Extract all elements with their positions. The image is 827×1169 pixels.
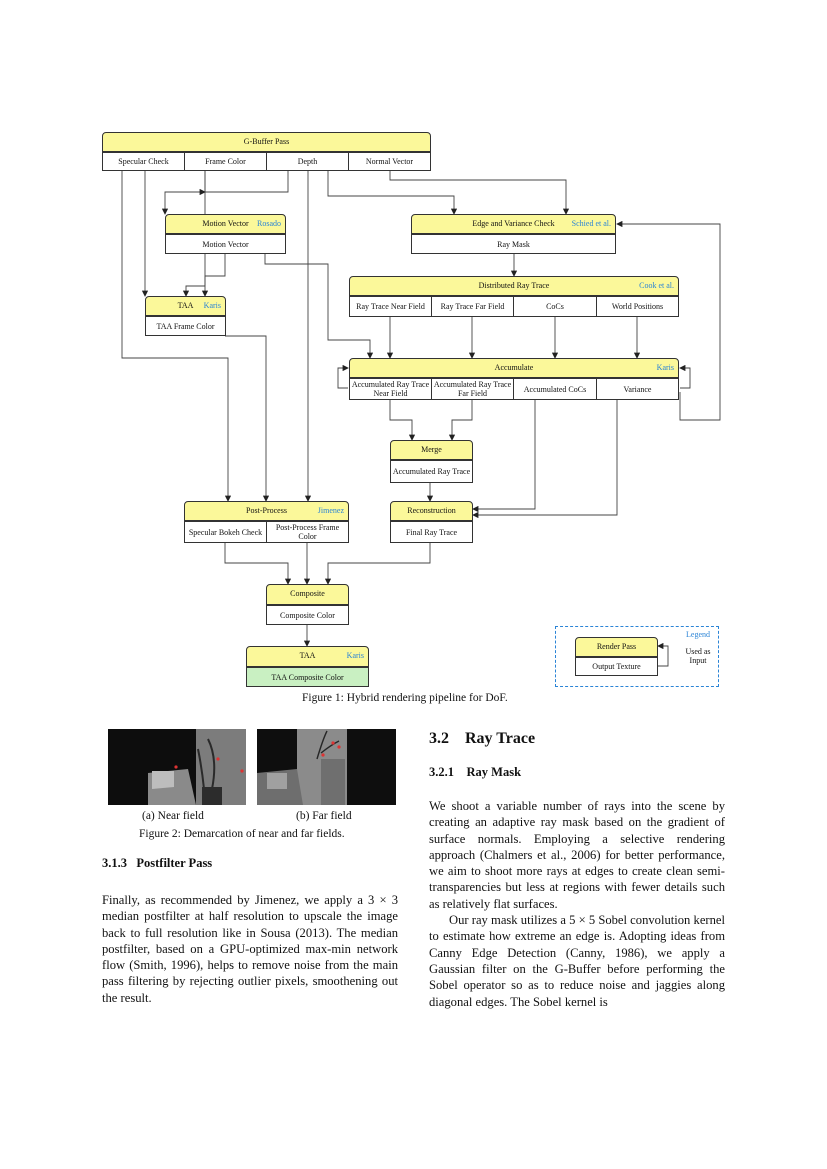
accumulate-cite: Karis — [656, 363, 674, 372]
distributed-out-near: Ray Trace Near Field — [349, 296, 432, 317]
far-field-render — [257, 729, 396, 805]
far-field-image — [257, 729, 396, 805]
legend-pass: Render Pass — [575, 637, 658, 657]
accumulate-out-cocs: Accumulated CoCs — [513, 378, 597, 400]
taa-composite-header: TAA Karis — [246, 646, 369, 667]
merge-header: Merge — [390, 440, 473, 460]
ray-mask-para1: We shoot a variable number of rays into … — [429, 799, 725, 911]
postfilter-paragraph: Finally, as recommended by Jimenez, we a… — [102, 892, 398, 1006]
postprocess-cite: Jimenez — [317, 506, 344, 515]
figure2a-label: (a) Near field — [142, 810, 204, 822]
merge-title: Merge — [421, 445, 442, 454]
connector-arrows — [121, 171, 721, 667]
postprocess-title: Post-Process — [246, 506, 287, 515]
reconstruction-title: Reconstruction — [407, 506, 456, 515]
distributed-title: Distributed Ray Trace — [478, 281, 550, 290]
motion-vector-header: Motion Vector Rosado — [165, 214, 286, 234]
composite-header: Composite — [266, 584, 349, 605]
taa-frame-title: TAA — [177, 301, 194, 310]
distributed-header: Distributed Ray Trace Cook et al. — [349, 276, 679, 296]
accumulate-out-variance: Variance — [596, 378, 679, 400]
near-field-render — [108, 729, 246, 805]
edge-variance-header: Edge and Variance Check Schied et al. — [411, 214, 616, 234]
edge-variance-cite: Schied et al. — [571, 219, 611, 228]
legend-used-as: Used as Input — [685, 647, 711, 665]
figure2b-label: (b) Far field — [296, 810, 352, 822]
legend-title: Legend — [686, 630, 710, 639]
motion-vector-cite: Rosado — [257, 219, 281, 228]
subsection-heading: 3.2.1 Ray Mask — [429, 765, 522, 779]
postprocess-out-frame: Post-Process Frame Color — [266, 521, 349, 543]
taa-frame-cite: Karis — [203, 301, 221, 310]
gbuffer-out-specular: Specular Check — [102, 152, 185, 171]
postfilter-heading: 3.1.3 Postfilter Pass — [102, 856, 213, 870]
taa-frame-output: TAA Frame Color — [145, 316, 226, 336]
ray-mask-paragraphs: We shoot a variable number of rays into … — [429, 798, 725, 1010]
section-heading: 3.2 Ray Trace — [429, 730, 536, 747]
composite-output: Composite Color — [266, 605, 349, 625]
composite-title: Composite — [290, 589, 325, 598]
postprocess-out-specular: Specular Bokeh Check — [184, 521, 267, 543]
legend-texture: Output Texture — [575, 657, 658, 676]
reconstruction-output: Final Ray Trace — [390, 521, 473, 543]
accumulate-title: Accumulate — [494, 363, 534, 372]
accumulate-out-near: Accumulated Ray Trace Near Field — [349, 378, 432, 400]
reconstruction-header: Reconstruction — [390, 501, 473, 521]
edge-variance-title: Edge and Variance Check — [472, 219, 555, 228]
gbuffer-out-frame-color: Frame Color — [184, 152, 267, 171]
motion-vector-title: Motion Vector — [202, 219, 249, 228]
taa-frame-header: TAA Karis — [145, 296, 226, 316]
taa-composite-output: TAA Composite Color — [246, 667, 369, 687]
distributed-out-far: Ray Trace Far Field — [431, 296, 514, 317]
distributed-out-cocs: CoCs — [513, 296, 597, 317]
accumulate-header: Accumulate Karis — [349, 358, 679, 378]
taa-composite-title: TAA — [299, 651, 316, 660]
legend-box — [555, 626, 719, 687]
merge-output: Accumulated Ray Trace — [390, 460, 473, 483]
ray-mask-para2: Our ray mask utilizes a 5 × 5 Sobel conv… — [429, 913, 725, 1009]
distributed-cite: Cook et al. — [639, 281, 674, 290]
gbuffer-out-depth: Depth — [266, 152, 349, 171]
accumulate-out-far: Accumulated Ray Trace Far Field — [431, 378, 514, 400]
edge-variance-output: Ray Mask — [411, 234, 616, 254]
figure1-caption: Figure 1: Hybrid rendering pipeline for … — [302, 692, 508, 704]
pipeline-diagram: G-Buffer Pass Specular Check Frame Color… — [102, 132, 721, 687]
gbuffer-pass-title: G-Buffer Pass — [243, 137, 290, 146]
gbuffer-pass-header: G-Buffer Pass — [102, 132, 431, 152]
near-field-image — [108, 729, 246, 805]
taa-composite-cite: Karis — [346, 651, 364, 660]
motion-vector-output: Motion Vector — [165, 234, 286, 254]
distributed-out-world: World Positions — [596, 296, 679, 317]
gbuffer-out-normal: Normal Vector — [348, 152, 431, 171]
figure2-caption: Figure 2: Demarcation of near and far fi… — [139, 828, 345, 840]
postprocess-header: Post-Process Jimenez — [184, 501, 349, 521]
postfilter-text: Finally, as recommended by Jimenez, we a… — [102, 893, 398, 1005]
